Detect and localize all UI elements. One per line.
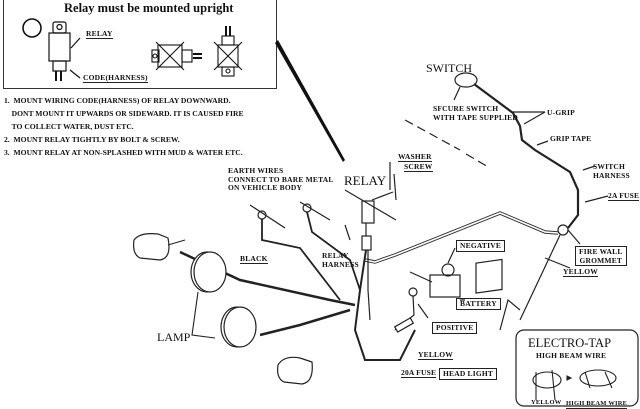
relay-inverted-wrong-icon	[213, 26, 243, 77]
inset-relay-label: RELAY	[86, 29, 113, 39]
yellow-bottom-label: YELLOW	[418, 350, 453, 360]
fuse-20a-label: 20A FUSE	[401, 368, 437, 378]
electro-tap-icon	[532, 369, 617, 401]
ok-circle-icon	[22, 18, 42, 38]
battery-icon	[429, 274, 461, 298]
instruction-2: 2. MOUNT RELAY TIGHTLY BY BOLT & SCREW.	[4, 135, 180, 144]
electro-tap-yellow-label: YELLOW	[531, 399, 562, 406]
lamp-label: LAMP	[157, 330, 191, 344]
positive-label: POSITIVE	[432, 322, 478, 334]
switch-icon	[454, 72, 478, 88]
relay-mounting-inset: Relay must be mounted upright RELAY CODE…	[3, 0, 277, 89]
instruction-3: 3. MOUNT RELAY AT NON-SPLASHED WITH MUD …	[4, 148, 243, 157]
head-light-label: HEAD LIGHT	[439, 368, 498, 380]
grip-tape-label: GRIP TAPE	[550, 134, 592, 143]
negative-label: NEGATIVE	[456, 240, 506, 252]
screw-label: SCREW	[404, 162, 433, 172]
inset-code-harness-label: CODE(HARNESS)	[83, 73, 148, 83]
electro-tap-title: ELECTRO-TAP	[528, 336, 612, 350]
instruction-1: 1. MOUNT WIRING CODE(HARNESS) OF RELAY D…	[4, 96, 244, 131]
electro-tap-subtitle: HIGH BEAM WIRE	[536, 351, 607, 360]
fire-wall-grommet-icon	[557, 224, 569, 236]
zoom-pointer-wedge	[275, 40, 345, 162]
relay-upright-icon	[48, 21, 81, 81]
headlight-icon	[475, 258, 503, 294]
switch-label: SWITCH	[426, 61, 472, 75]
washer-label: WASHER	[398, 152, 432, 162]
lamp-icon	[133, 233, 313, 385]
u-grip-label: U-GRIP	[547, 108, 575, 117]
yellow-right-label: YELLOW	[563, 267, 598, 277]
battery-label: BATTERY	[456, 298, 501, 310]
relay-icon	[361, 200, 375, 224]
fuse-2a-label: 2A FUSE	[608, 191, 640, 201]
inset-title: Relay must be mounted upright	[64, 1, 234, 15]
relay-label: RELAY	[344, 173, 387, 188]
relay-sideways-wrong-icon	[151, 41, 202, 71]
black-wire-label: BLACK	[240, 254, 268, 264]
